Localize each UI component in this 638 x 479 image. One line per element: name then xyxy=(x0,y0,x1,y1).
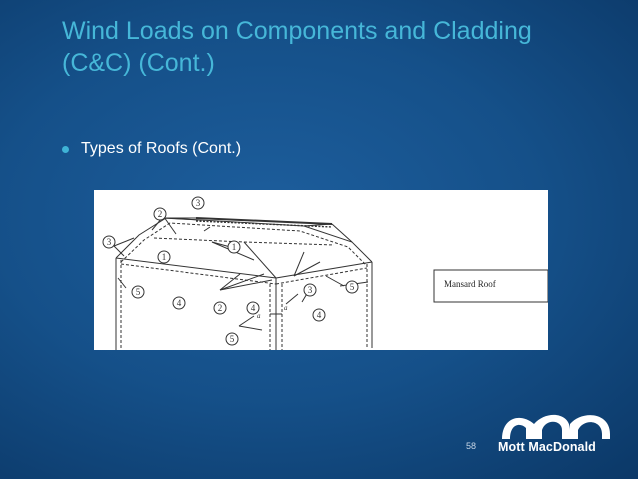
svg-text:5: 5 xyxy=(230,334,235,344)
zone-callout-2-top: 2 xyxy=(153,207,167,221)
dimension-mark-a-right: a xyxy=(284,304,288,312)
zone-callout-4-right: 4 xyxy=(312,308,326,322)
bullet-text: Types of Roofs (Cont.) xyxy=(81,140,242,157)
svg-text:3: 3 xyxy=(308,285,313,295)
svg-text:5: 5 xyxy=(136,287,141,297)
zone-callout-4-left: 4 xyxy=(172,296,186,310)
slide-title: Wind Loads on Components and Cladding (C… xyxy=(62,15,622,79)
mansard-roof-diagram: 3 2 3 1 1 xyxy=(102,196,548,350)
bullet-item: Types of Roofs (Cont.) xyxy=(62,139,241,159)
slide-title-line-1: Wind Loads on Components and Cladding xyxy=(62,17,532,45)
zone-callout-1-left: 1 xyxy=(157,250,171,264)
zone-callout-2-bottom: 2 xyxy=(213,301,227,315)
zone-callout-5-left: 5 xyxy=(131,285,145,299)
zone-callout-3-right: 3 xyxy=(303,283,317,297)
zone-callout-3-top: 3 xyxy=(191,196,205,210)
mott-macdonald-logo: Mott MacDonald xyxy=(498,410,618,458)
svg-text:2: 2 xyxy=(158,209,163,219)
mansard-roof-figure: 3 2 3 1 1 xyxy=(94,190,548,350)
svg-text:3: 3 xyxy=(107,237,112,247)
zone-callout-1-right: 1 xyxy=(227,240,241,254)
zone-callouts: 3 2 3 1 1 xyxy=(102,196,359,346)
svg-text:2: 2 xyxy=(218,303,223,313)
logo-text: Mott MacDonald xyxy=(498,440,596,454)
svg-text:5: 5 xyxy=(350,282,355,292)
zone-callout-3-left: 3 xyxy=(102,235,116,249)
zone-callout-5-bottom: 5 xyxy=(225,332,239,346)
bullet-dot-icon xyxy=(62,145,69,153)
logo-arches-icon xyxy=(502,414,610,439)
roof-type-label: Mansard Roof xyxy=(444,279,496,289)
svg-text:4: 4 xyxy=(317,310,322,320)
svg-text:3: 3 xyxy=(196,198,201,208)
slide-title-line-2: (C&C) (Cont.) xyxy=(62,49,215,77)
zone-callout-5-right: 5 xyxy=(345,280,359,294)
svg-text:4: 4 xyxy=(177,298,182,308)
svg-text:4: 4 xyxy=(251,303,256,313)
page-number: 58 xyxy=(466,441,477,451)
svg-text:1: 1 xyxy=(232,242,237,252)
zone-callout-4-center: 4 xyxy=(246,301,260,315)
svg-text:1: 1 xyxy=(162,252,167,262)
roof-type-label-box xyxy=(433,269,548,303)
dimension-mark-a-left: a xyxy=(257,312,261,320)
